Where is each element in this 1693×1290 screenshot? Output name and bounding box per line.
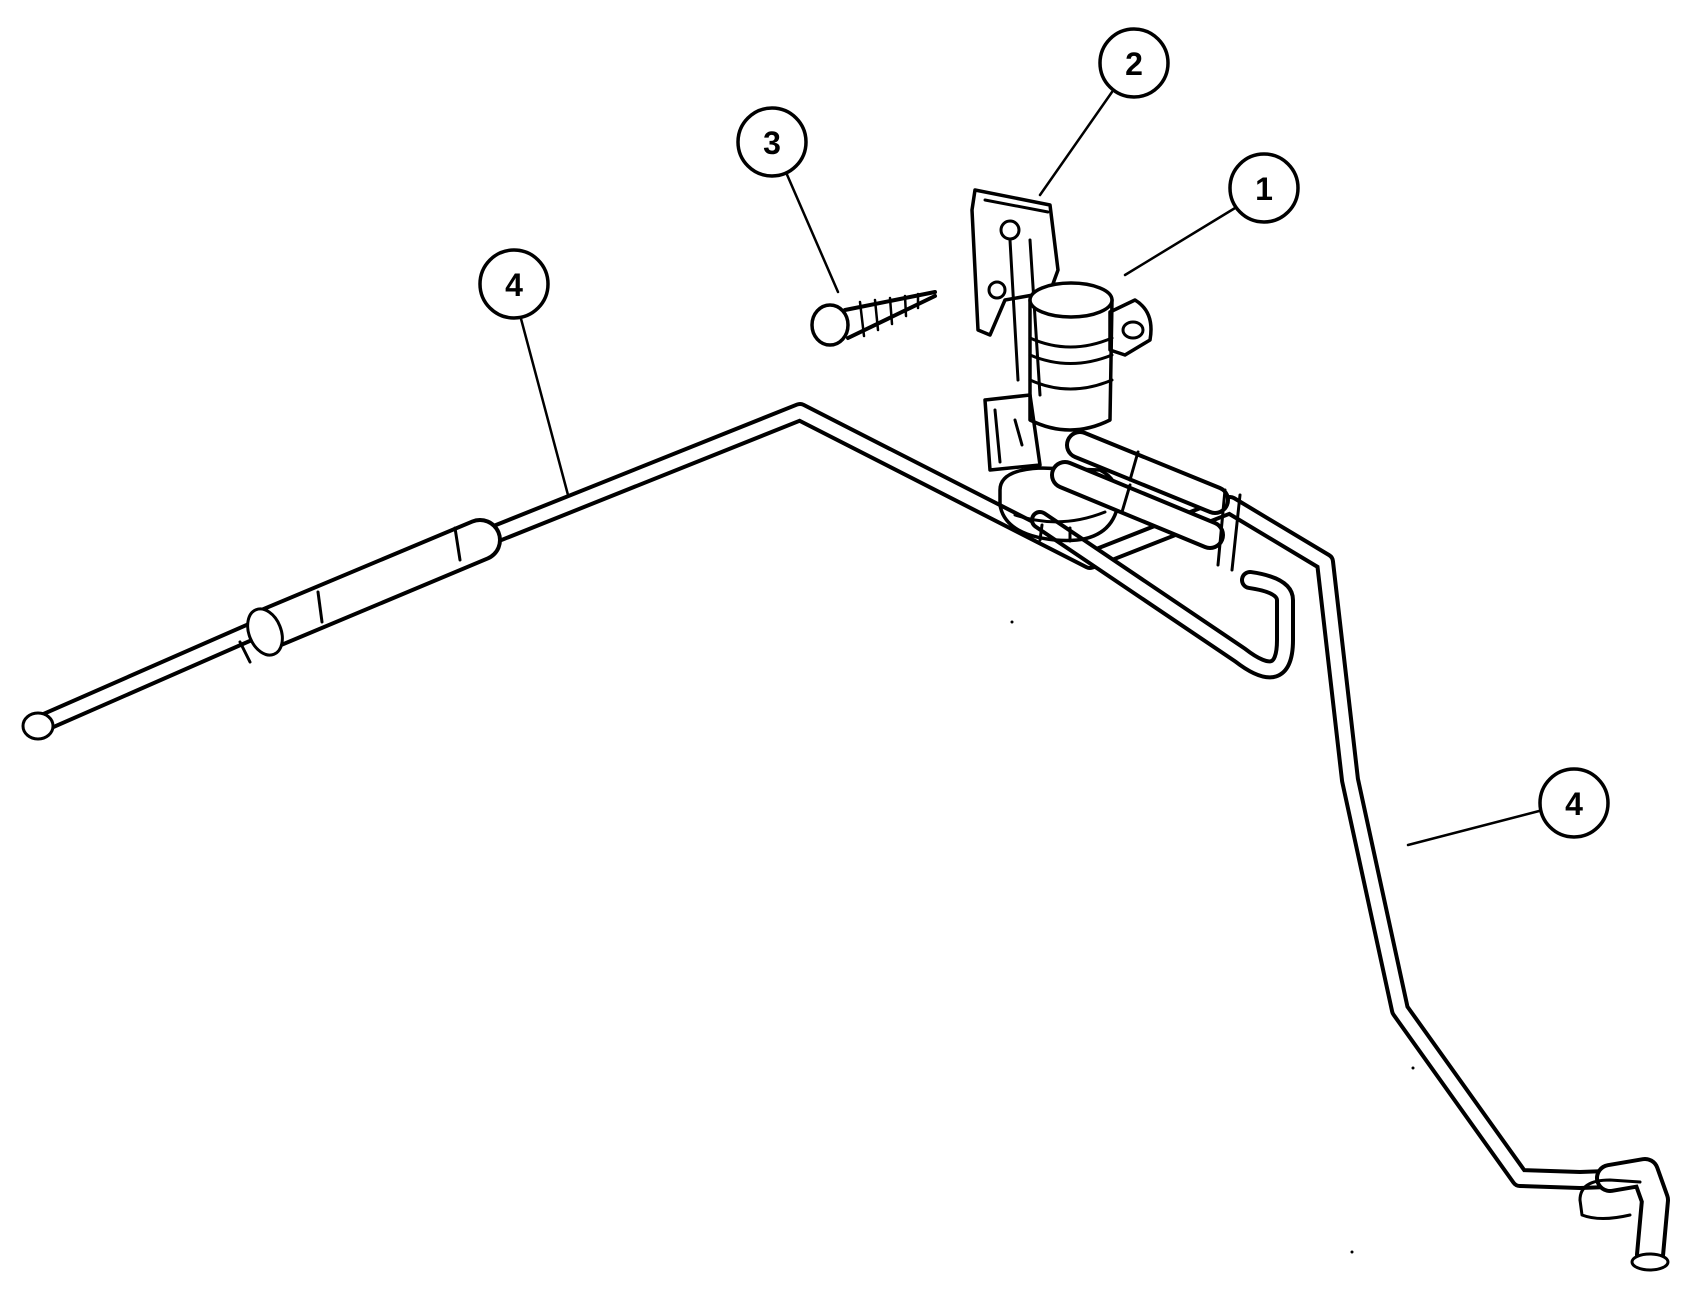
screw [810,290,937,347]
callout-1-label: 1 [1255,171,1273,207]
hose-sleeve-left [238,518,502,664]
callout-3: 3 [736,106,808,178]
vacuum-tube-outline [35,402,1645,1190]
tube-bottom-elbow [1578,1157,1670,1272]
vacuum-tube [21,402,1670,1272]
scan-specks [1010,620,1415,1254]
callout-4b-label: 4 [1565,786,1583,822]
leader-line-1 [1123,203,1242,277]
leader-line-4b [1406,808,1545,847]
callout-2: 2 [1098,27,1170,99]
vacuum-tube-loop-core [1034,514,1291,676]
leader-line-3 [783,168,840,294]
mounting-bracket [970,188,1060,397]
leader-line-2 [1038,90,1114,197]
leader-lines [518,90,1545,847]
callout-4a-label: 4 [505,267,523,303]
callout-4b: 4 [1538,767,1610,839]
tube-left-end [21,711,55,741]
callout-1: 1 [1228,152,1300,224]
callout-3-label: 3 [763,125,781,161]
vacuum-solenoid-valve [983,281,1242,572]
callout-2-label: 2 [1125,46,1143,82]
vacuum-tube-core [39,406,1641,1186]
leader-line-4a [518,313,570,497]
callout-4a: 4 [478,248,550,320]
